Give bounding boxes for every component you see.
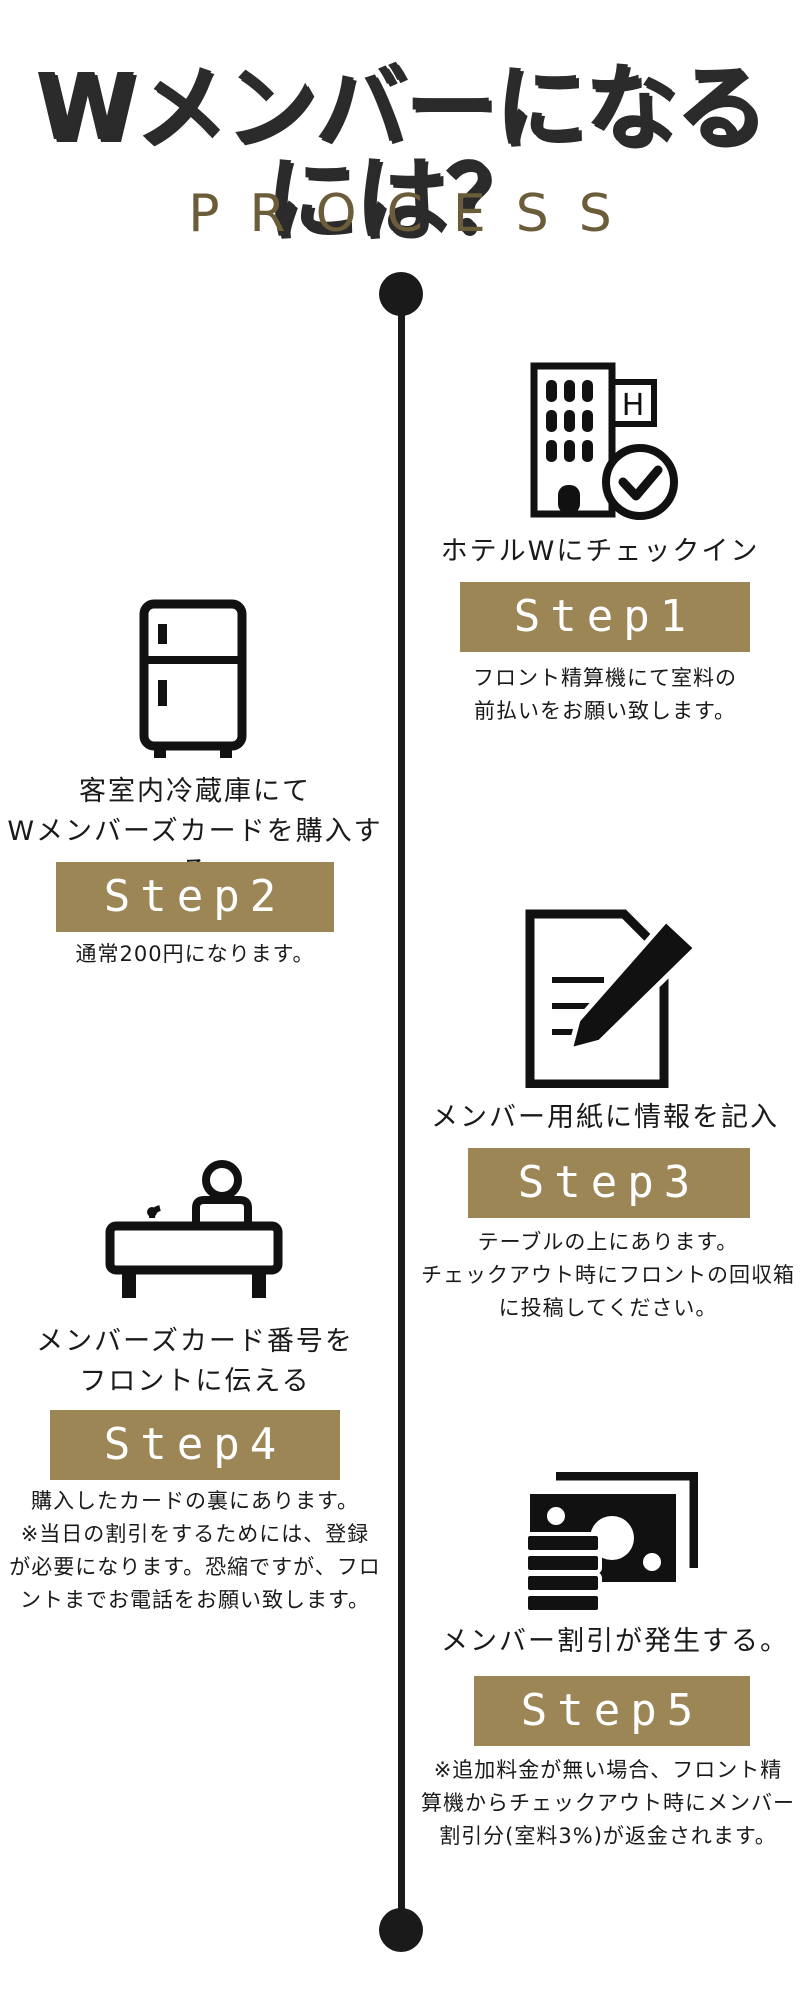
page-subtitle: PROCESS bbox=[188, 184, 642, 244]
svg-text:H: H bbox=[622, 388, 645, 423]
step5-badge: Step5 bbox=[474, 1676, 750, 1746]
step5-label: メンバー割引が発生する。 bbox=[441, 1626, 789, 1657]
form-pen-icon bbox=[525, 909, 700, 1088]
step4-desc: 購入したカードの裏にあります。※当日の割引をするためには、登録が必要になります。… bbox=[9, 1489, 381, 1612]
timeline-line bbox=[398, 295, 405, 1935]
step1-badge: Step1 bbox=[460, 582, 750, 652]
step2-badge: Step2 bbox=[56, 862, 334, 932]
reception-desk-icon bbox=[105, 1160, 283, 1298]
step3-badge: Step3 bbox=[468, 1148, 750, 1218]
hotel-check-icon: H bbox=[530, 362, 678, 520]
step3-label: メンバー用紙に情報を記入 bbox=[431, 1102, 779, 1133]
page-title: Wメンバーになるには？ bbox=[35, 54, 766, 253]
step3-desc: テーブルの上にあります。チェックアウト時にフロントの回収箱に投稿してください。 bbox=[421, 1230, 795, 1320]
step1-desc: フロント精算機にて室料の前払いをお願い致します。 bbox=[473, 666, 737, 723]
step4-label: メンバーズカード番号をフロントに伝える bbox=[36, 1326, 354, 1397]
timeline-dot-top bbox=[379, 272, 423, 316]
step5-desc: ※追加料金が無い場合、フロント精算機からチェックアウト時にメンバー割引分(室料3… bbox=[421, 1758, 795, 1848]
refrigerator-icon bbox=[139, 599, 247, 758]
timeline-dot-bottom bbox=[379, 1908, 423, 1952]
money-coins-icon bbox=[526, 1472, 698, 1612]
step2-desc: 通常200円になります。 bbox=[75, 942, 315, 966]
step1-label: ホテルWにチェックイン bbox=[440, 536, 760, 567]
step4-badge: Step4 bbox=[50, 1410, 340, 1480]
step2-label: 客室内冷蔵庫にてWメンバーズカードを購入する bbox=[7, 776, 383, 887]
